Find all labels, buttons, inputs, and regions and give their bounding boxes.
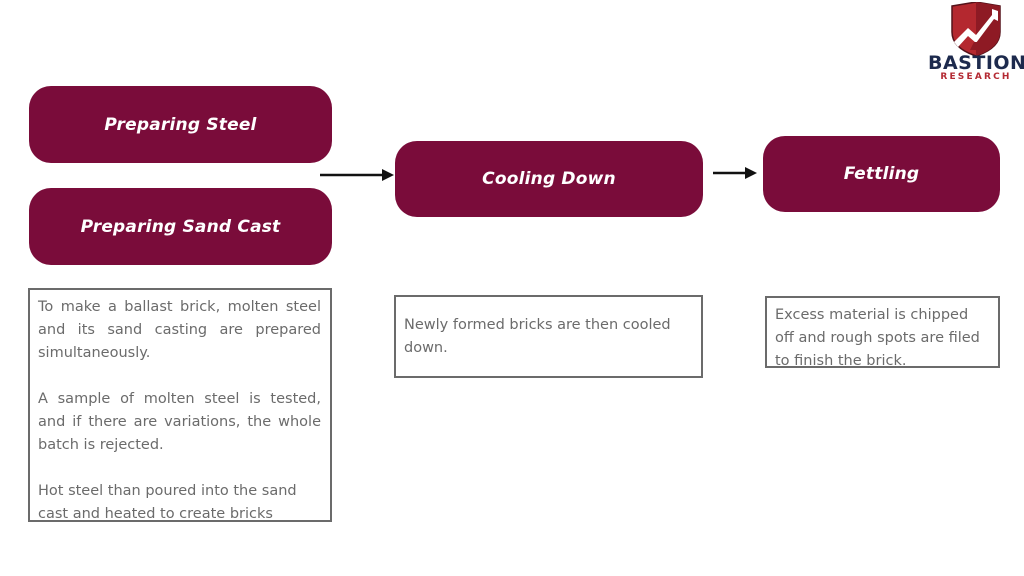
description-box-preparation: To make a ballast brick, molten steel an… [28, 288, 332, 522]
stage-label: Cooling Down [482, 169, 616, 189]
stage-box-fettling[interactable]: Fettling [763, 136, 1000, 212]
stage-label: Fettling [843, 164, 920, 184]
stage-box-preparing-steel[interactable]: Preparing Steel [29, 86, 332, 163]
stage-box-cooling-down[interactable]: Cooling Down [395, 141, 703, 217]
stage-box-preparing-sand-cast[interactable]: Preparing Sand Cast [29, 188, 332, 265]
description-paragraph: Excess material is chipped off and rough… [775, 307, 980, 369]
description-paragraph: Newly formed bricks are then cooled down… [404, 316, 671, 356]
description-box-cooling: Newly formed bricks are then cooled down… [394, 295, 703, 378]
shield-growth-arrow-icon [948, 1, 1004, 57]
description-paragraph: A sample of molten steel is tested, and … [38, 391, 321, 453]
stage-label: Preparing Sand Cast [80, 216, 281, 237]
arrow-right-icon-preparation-to-cooling [320, 166, 394, 184]
logo-subtitle: RESEARCH [940, 72, 1012, 82]
arrow-right-icon-cooling-to-fettling [713, 164, 757, 182]
description-paragraph: To make a ballast brick, molten steel an… [38, 299, 321, 361]
description-box-fettling: Excess material is chipped off and rough… [765, 296, 1000, 369]
description-paragraph: Hot steel than poured into the sand cast… [38, 483, 297, 522]
stage-label: Preparing Steel [104, 114, 257, 135]
bastion-research-logo: BASTION RESEARCH [928, 1, 1024, 86]
logo-wordmark: BASTION [928, 52, 1024, 74]
